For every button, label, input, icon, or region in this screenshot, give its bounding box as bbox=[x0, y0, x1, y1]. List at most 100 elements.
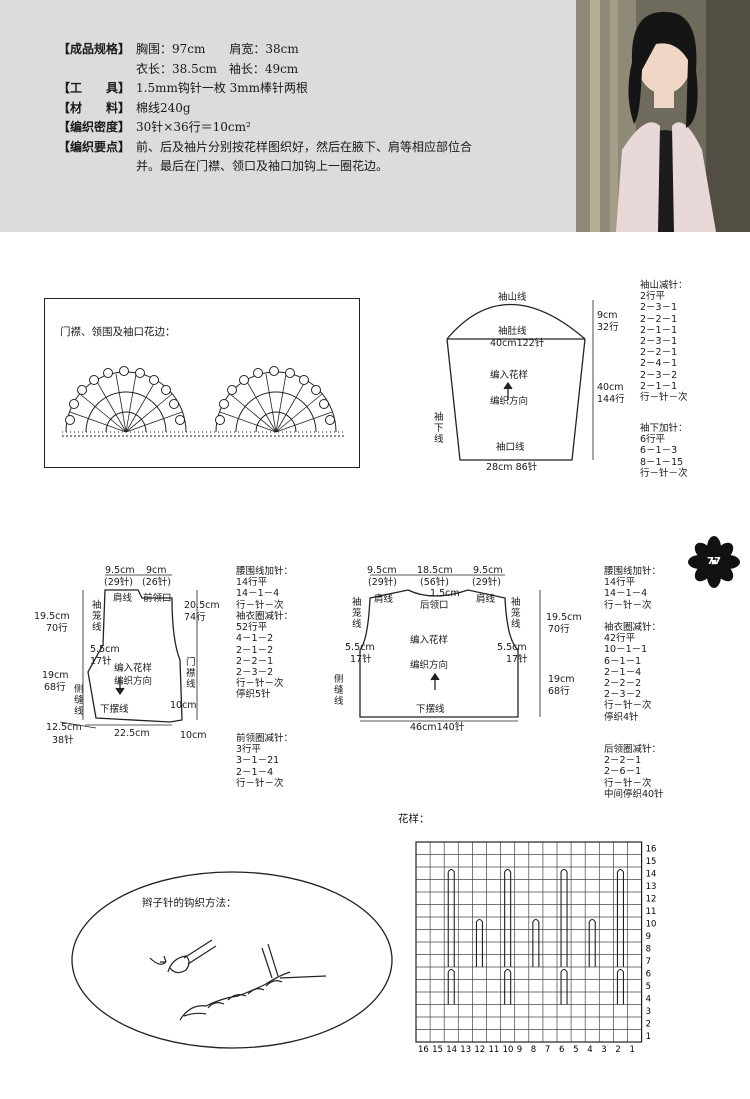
edging-title: 门襟、领围及袖口花边： bbox=[60, 326, 176, 338]
spec-key: 【工 具】 bbox=[58, 81, 131, 95]
spec-key bbox=[58, 157, 136, 177]
chart-stitch-symbol bbox=[504, 868, 512, 967]
chart-row-number: 14 bbox=[646, 870, 657, 880]
chart-col-number: 10 bbox=[503, 1045, 514, 1055]
spec-key: 【编织要点】 bbox=[58, 139, 131, 154]
chart-col-number: 14 bbox=[446, 1045, 457, 1055]
chart-stitch-symbol bbox=[560, 968, 568, 1005]
spec-value: 30针×36行＝10cm² bbox=[136, 120, 251, 134]
front-b1b: 38针 bbox=[52, 735, 74, 746]
sleeve-cap-line: 袖山线 bbox=[498, 292, 527, 303]
back-rh1a: 19.5cm bbox=[546, 612, 582, 623]
spec-value: 棉线240g bbox=[136, 100, 191, 115]
back-armhole-right: 袖 笼 线 bbox=[511, 597, 521, 631]
front-shoulder: 肩线 bbox=[113, 593, 133, 604]
back-shoulder-left: 肩线 bbox=[374, 594, 394, 605]
sleeve-h1b: 32行 bbox=[597, 322, 619, 333]
chart-col-number: 12 bbox=[474, 1045, 485, 1055]
chart-col-number: 6 bbox=[559, 1045, 564, 1055]
chart-stitch-symbol bbox=[532, 918, 540, 967]
back-rh1b: 70行 bbox=[548, 624, 570, 635]
back-d17-right: 17针 bbox=[506, 654, 528, 665]
chart-col-number: 7 bbox=[545, 1045, 550, 1055]
back-waist-notes: 腰围线加针： 14行平 14－1－4 行－针－次 bbox=[604, 566, 662, 611]
spec-key: 【材 料】 bbox=[58, 100, 131, 115]
front-p2: 编织方向 bbox=[114, 676, 153, 687]
back-s1: (29针) bbox=[368, 577, 398, 588]
front-hem: 下摆线 bbox=[100, 704, 129, 715]
chart-border bbox=[415, 841, 643, 1043]
back-shoulder-right: 肩线 bbox=[476, 594, 496, 605]
spec-value: 衣长：38.5cm 袖长：49cm bbox=[136, 61, 299, 76]
back-neckh: 1.5cm bbox=[430, 588, 460, 599]
front-placket: 门 襟 线 bbox=[186, 657, 196, 691]
front-b2: 22.5cm bbox=[114, 728, 150, 739]
spec-value: 胸围：97cm 肩宽：38cm bbox=[136, 42, 299, 56]
front-d55: 5.5cm bbox=[90, 644, 120, 655]
chart-col-number: 8 bbox=[531, 1045, 536, 1055]
front-lh2b: 68行 bbox=[44, 682, 66, 693]
front-s2: (26针) bbox=[142, 577, 172, 588]
spec-row: 【编织密度】 30针×36行＝10cm² bbox=[58, 118, 472, 138]
sleeve-h1a: 9cm bbox=[597, 310, 618, 321]
back-rh2a: 19cm bbox=[548, 674, 575, 685]
chart-col-number: 5 bbox=[573, 1045, 578, 1055]
front-b4: 10cm bbox=[180, 730, 207, 741]
back-w3: 9.5cm bbox=[473, 565, 503, 576]
chart-row-number: 9 bbox=[646, 932, 651, 942]
back-neck-notes: 后领圈减针： 2－2－1 2－6－1 行－针－次 中间停织40针 bbox=[604, 744, 664, 800]
front-w2: 9cm bbox=[146, 565, 167, 576]
back-p1: 编入花样 bbox=[410, 635, 449, 646]
spec-value: 并。最后在门襟、领口及袖口加钩上一圈花边。 bbox=[136, 159, 389, 173]
sleeve-top-width: 40cm122针 bbox=[490, 338, 545, 349]
chart-col-number: 16 bbox=[418, 1045, 429, 1055]
sleeve-h2a: 40cm bbox=[597, 382, 624, 393]
pattern-chart-title: 花样： bbox=[398, 813, 430, 825]
front-lh2a: 19cm bbox=[42, 670, 69, 681]
spec-row: 【编织要点】前、后及袖片分别按花样图织好，然后在腋下、肩等相应部位合 bbox=[58, 138, 472, 158]
chart-stitch-symbol bbox=[475, 918, 483, 967]
front-rh1b: 74行 bbox=[184, 612, 206, 623]
page-number: 77 bbox=[707, 556, 721, 567]
chart-row-number: 4 bbox=[646, 995, 651, 1005]
chart-stitch-symbol bbox=[616, 868, 624, 967]
front-b1a: 12.5cm bbox=[46, 722, 82, 733]
chart-stitch-symbol bbox=[504, 968, 512, 1005]
chart-row-number: 16 bbox=[646, 845, 657, 855]
spec-key: 【编织密度】 bbox=[58, 120, 131, 134]
sleeve-direction-label: 编织方向 bbox=[490, 396, 529, 407]
spec-key: 【成品规格】 bbox=[58, 42, 131, 56]
back-arm-notes: 袖衣圈减针： 42行平 10－1－1 6－1－1 2－1－4 2－2－2 2－3… bbox=[604, 622, 662, 723]
spec-row: 【工 具】1.5mm钩针一枚 3mm棒针两根 bbox=[58, 79, 472, 99]
chart-row-number: 12 bbox=[646, 895, 657, 905]
chart-col-number: 4 bbox=[587, 1045, 592, 1055]
back-rh2b: 68行 bbox=[548, 686, 570, 697]
chart-row-number: 5 bbox=[646, 982, 651, 992]
back-neck: 后领口 bbox=[420, 600, 449, 611]
front-b3: 10cm bbox=[170, 700, 197, 711]
front-waist-notes: 腰围线加针： 14行平 14－1－4 行－针－次 bbox=[236, 566, 294, 611]
front-arm-notes: 袖衣圈减针： 52行平 4－1－2 2－1－2 2－2－1 2－3－2 行－针－… bbox=[236, 611, 294, 701]
front-neck-notes: 前领圈减针： 3行平 3－1－21 2－1－4 行－针－次 bbox=[236, 733, 294, 789]
front-s1: (29针) bbox=[104, 577, 134, 588]
sleeve-bottom-width: 28cm 86针 bbox=[486, 462, 538, 473]
back-bottom: 46cm140针 bbox=[410, 722, 465, 733]
front-w1: 9.5cm bbox=[105, 565, 135, 576]
edging-panel bbox=[44, 298, 360, 468]
chart-row-number: 15 bbox=[646, 857, 657, 867]
model-photo bbox=[576, 0, 750, 232]
back-d55-left: 5.5cm bbox=[345, 642, 375, 653]
spec-row: 【成品规格】胸围：97cm 肩宽：38cm bbox=[58, 40, 472, 60]
back-side-seam: 侧 缝 线 bbox=[334, 674, 344, 708]
front-side-seam: 侧 缝 线 bbox=[74, 684, 84, 718]
chart-col-number: 3 bbox=[601, 1045, 606, 1055]
sleeve-cap-notes: 袖山减针： 2行平 2－3－1 2－2－1 2－1－1 2－3－1 2－2－1 … bbox=[640, 280, 688, 404]
chart-row-number: 1 bbox=[646, 1032, 651, 1042]
back-armhole-left: 袖 笼 线 bbox=[352, 597, 362, 631]
front-lh1a: 19.5cm bbox=[34, 611, 70, 622]
chain-stitch-title: 辫子针的钩织方法： bbox=[142, 897, 237, 909]
chart-col-number: 11 bbox=[489, 1045, 500, 1055]
spec-value: 前、后及袖片分别按花样图织好，然后在腋下、肩等相应部位合 bbox=[136, 139, 473, 154]
back-d55-right: 5.5cm bbox=[497, 642, 527, 653]
